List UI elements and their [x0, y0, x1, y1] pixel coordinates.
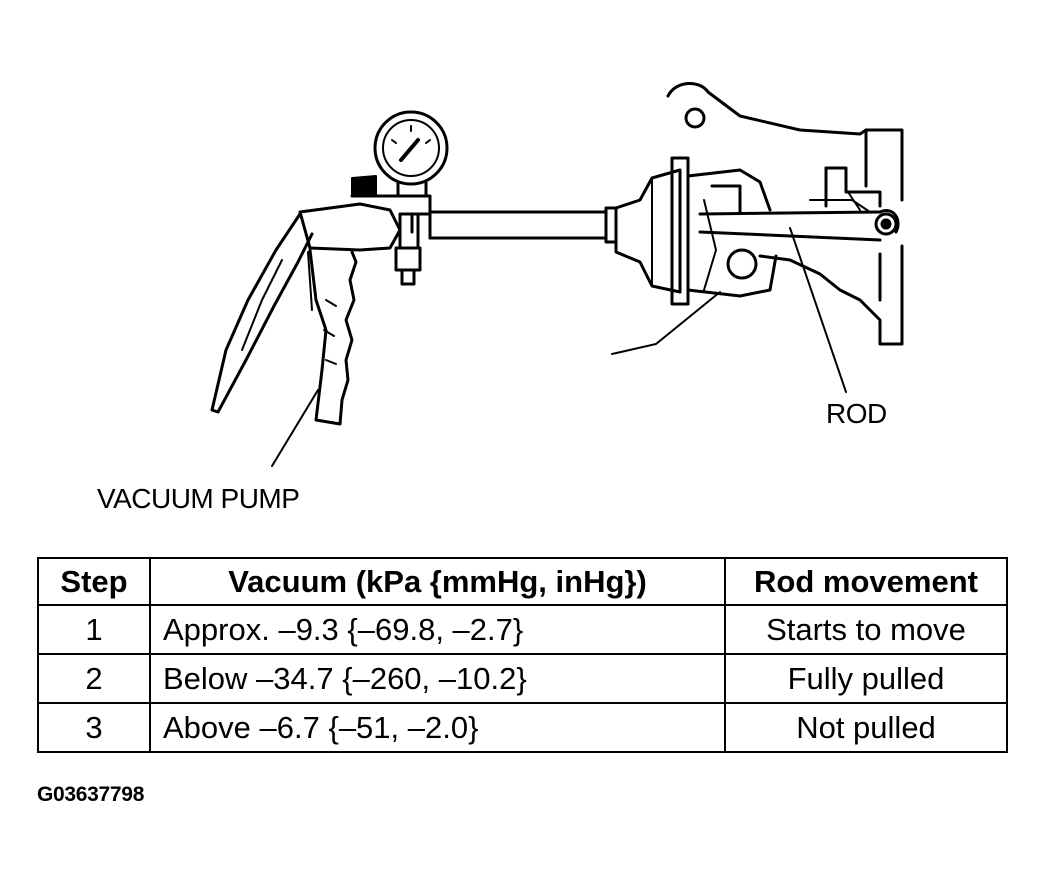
step-cell: 1	[37, 604, 151, 655]
header-vacuum: Vacuum (kPa {mmHg, inHg})	[149, 557, 726, 606]
rod-movement-cell: Not pulled	[724, 702, 1008, 753]
header-step: Step	[37, 557, 151, 606]
actuator-drawing	[611, 82, 904, 393]
header-rod-movement: Rod movement	[724, 557, 1008, 606]
rod-movement-cell: Fully pulled	[724, 653, 1008, 704]
step-cell: 3	[37, 702, 151, 753]
vacuum-gauge-icon	[351, 110, 449, 198]
vacuum-pump-label: VACUUM PUMP	[97, 483, 300, 514]
table-row: 1 Approx. –9.3 {–69.8, –2.7} Starts to m…	[37, 604, 1008, 655]
vacuum-cell: Below –34.7 {–260, –10.2}	[149, 653, 726, 704]
vacuum-pump-leader-line	[271, 389, 319, 467]
rod-movement-cell: Starts to move	[724, 604, 1008, 655]
table-row: 3 Above –6.7 {–51, –2.0} Not pulled	[37, 702, 1008, 753]
vacuum-pump-actuator-illustration	[210, 82, 904, 467]
vacuum-spec-table: Step Vacuum (kPa {mmHg, inHg}) Rod movem…	[37, 557, 1008, 753]
table-header-row: Step Vacuum (kPa {mmHg, inHg}) Rod movem…	[37, 557, 1008, 606]
rod-label: ROD	[826, 398, 887, 429]
step-cell: 2	[37, 653, 151, 704]
vacuum-pump-drawing	[210, 110, 618, 426]
vacuum-cell: Above –6.7 {–51, –2.0}	[149, 702, 726, 753]
table-row: 2 Below –34.7 {–260, –10.2} Fully pulled	[37, 653, 1008, 704]
figure-id: G03637798	[37, 783, 145, 806]
vacuum-cell: Approx. –9.3 {–69.8, –2.7}	[149, 604, 726, 655]
